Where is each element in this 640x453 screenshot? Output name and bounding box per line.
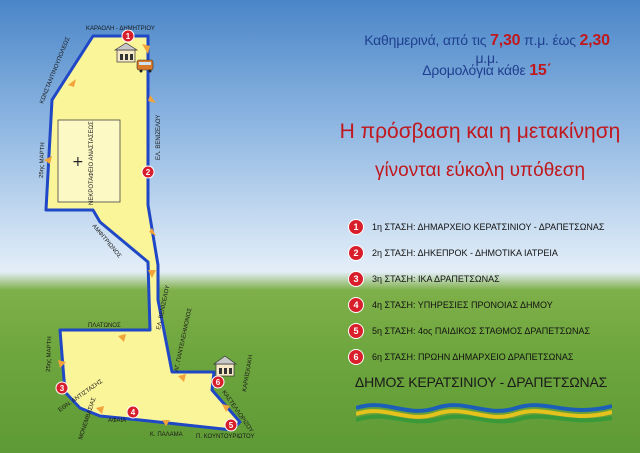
stop-marker-5: 5 (224, 418, 238, 432)
direction-arrows (44, 44, 230, 426)
arrow-icon (148, 95, 156, 103)
stop-number-badge: 5 (348, 323, 364, 339)
stop-marker-1: 1 (121, 29, 135, 43)
list-item: 6 6η ΣΤΑΣΗ: ΠΡΩΗΝ ΔΗΜΑΡΧΕΙΟ ΔΡΑΠΕΤΣΩΝΑΣ (348, 344, 638, 370)
arrow-icon (118, 334, 126, 342)
street-k-palama: Κ. ΠΑΛΑΜΑ (150, 432, 183, 438)
arrow-icon (96, 406, 104, 414)
list-item: 2 2η ΣΤΑΣΗ: ΔΗΚΕΠΡΟΚ - ΔΗΜΟΤΙΚΑ ΙΑΤΡΕΙΑ (348, 240, 638, 266)
arrow-icon (58, 360, 66, 368)
stop-marker-6: 6 (211, 375, 225, 389)
arrow-icon (178, 374, 186, 382)
stop-marker-3: 3 (55, 381, 69, 395)
svg-text:1: 1 (126, 32, 131, 41)
municipality-title: ΔΗΜΟΣ ΚΕΡΑΤΣΙΝΙΟΥ - ΔΡΑΠΕΤΣΩΝΑΣ (354, 374, 608, 390)
stop-label: 1η ΣΤΑΣΗ: ΔΗΜΑΡΧΕΙΟ ΚΕΡΑΤΣΙΝΙΟΥ - ΔΡΑΠΕΤ… (372, 222, 605, 232)
cemetery-area (57, 119, 121, 203)
arrow-icon (44, 156, 52, 164)
street-platonos: ΠΛΑΤΩΝΟΣ (88, 323, 121, 329)
stop-number-badge: 6 (348, 349, 364, 365)
frequency-interval: 15΄ (529, 62, 552, 79)
municipality-logo-waves (356, 403, 612, 424)
stop-marker-4: 4 (126, 405, 140, 419)
street-karaiskaki: ΚΑΡΑΪΣΚΑΚΗ (241, 354, 254, 392)
arrow-icon (149, 228, 156, 236)
svg-text:6: 6 (216, 378, 221, 387)
list-item: 3 3η ΣΤΑΣΗ: ΙΚΑ ΔΡΑΠΕΤΣΩΝΑΣ (348, 266, 638, 292)
stop-label: 6η ΣΤΑΣΗ: ΠΡΩΗΝ ΔΗΜΑΡΧΕΙΟ ΔΡΑΠΕΤΣΩΝΑΣ (372, 352, 574, 362)
frequency-prefix: Δρομολόγια κάθε (422, 62, 526, 78)
svg-text:4: 4 (131, 408, 136, 417)
stop-number-badge: 4 (348, 297, 364, 313)
cemetery-cross-icon: + (72, 154, 84, 170)
headline-line-2: γίνονται εύκολη υπόθεση (374, 160, 586, 181)
street-ag-panteleimonos: ΑΓ. ΠΑΝΤΕΛΕΗΜΟΝΟΣ (174, 307, 193, 372)
stop-number-badge: 1 (348, 219, 364, 235)
list-item: 5 5η ΣΤΑΣΗ: 4ος ΠΑΙΔΙΚΟΣ ΣΤΑΘΜΟΣ ΔΡΑΠΕΤΣΩ… (348, 318, 638, 344)
svg-text:3: 3 (60, 384, 65, 393)
stop-number-badge: 3 (348, 271, 364, 287)
svg-text:2: 2 (146, 168, 151, 177)
stop-label: 4η ΣΤΑΣΗ: ΥΠΗΡΕΣΙΕΣ ΠΡΟΝΟΙΑΣ ΔΗΜΟΥ (372, 300, 553, 310)
time-end: 2,30 (579, 32, 610, 49)
street-p-kountouriotou: Π. ΚΟΥΝΤΟΥΡΙΩΤΟΥ (196, 434, 255, 440)
street-karaoli: ΚΑΡΑΟΛΗ - ΔΗΜΗΤΡΙΟΥ (86, 26, 155, 32)
bus-route-line (44, 34, 242, 432)
bus-icon (136, 59, 154, 73)
stop-label: 5η ΣΤΑΣΗ: 4ος ΠΑΙΔΙΚΟΣ ΣΤΑΘΜΟΣ ΔΡΑΠΕΤΣΩΝ… (372, 326, 591, 336)
stop-label: 2η ΣΤΑΣΗ: ΔΗΚΕΠΡΟΚ - ΔΗΜΟΤΙΚΑ ΙΑΤΡΕΙΑ (372, 248, 558, 258)
headline-line-1: Η πρόσβαση και η μετακίνηση (339, 120, 621, 143)
street-marti-bottom: 25ης ΜΑΡΤΗ (46, 336, 53, 372)
old-town-hall-icon (212, 355, 238, 377)
svg-text:5: 5 (229, 421, 234, 430)
schedule-mid: π.μ. έως (524, 32, 576, 48)
schedule-frequency: Δρομολόγια κάθε 15΄ (352, 62, 622, 80)
cemetery-label: ΝΕΚΡΟΤΑΦΕΙΟ ΑΝΑΣΤΑΣΕΩΣ (89, 121, 95, 205)
arrow-icon (162, 420, 170, 426)
arrow-icon (68, 79, 76, 87)
street-afaia: ΑΦΑΙΑ (108, 418, 126, 424)
street-marti-top: 25ης ΜΑΡΤΗ (39, 142, 46, 178)
stop-label: 3η ΣΤΑΣΗ: ΙΚΑ ΔΡΑΠΕΤΣΩΝΑΣ (372, 274, 500, 284)
street-el-venizelou-top: ΕΛ. ΒΕΝΙΖΕΛΟΥ (156, 115, 162, 160)
schedule-suffix: μ.μ. (475, 50, 499, 66)
schedule-hours: Καθημερινά, από τις 7,30 π.μ. έως 2,30 μ… (352, 32, 622, 66)
arrow-icon (142, 44, 150, 54)
time-start: 7,30 (490, 32, 521, 49)
stop-marker-2: 2 (141, 165, 155, 179)
stops-list: 1 1η ΣΤΑΣΗ: ΔΗΜΑΡΧΕΙΟ ΚΕΡΑΤΣΙΝΙΟΥ - ΔΡΑΠΕ… (348, 214, 638, 370)
list-item: 1 1η ΣΤΑΣΗ: ΔΗΜΑΡΧΕΙΟ ΚΕΡΑΤΣΙΝΙΟΥ - ΔΡΑΠΕ… (348, 214, 638, 240)
list-item: 4 4η ΣΤΑΣΗ: ΥΠΗΡΕΣΙΕΣ ΠΡΟΝΟΙΑΣ ΔΗΜΟΥ (348, 292, 638, 318)
town-hall-icon (113, 42, 139, 63)
stop-number-badge: 2 (348, 245, 364, 261)
schedule-prefix: Καθημερινά, από τις (364, 32, 487, 48)
arrow-icon (222, 404, 230, 412)
arrow-icon (148, 270, 156, 278)
